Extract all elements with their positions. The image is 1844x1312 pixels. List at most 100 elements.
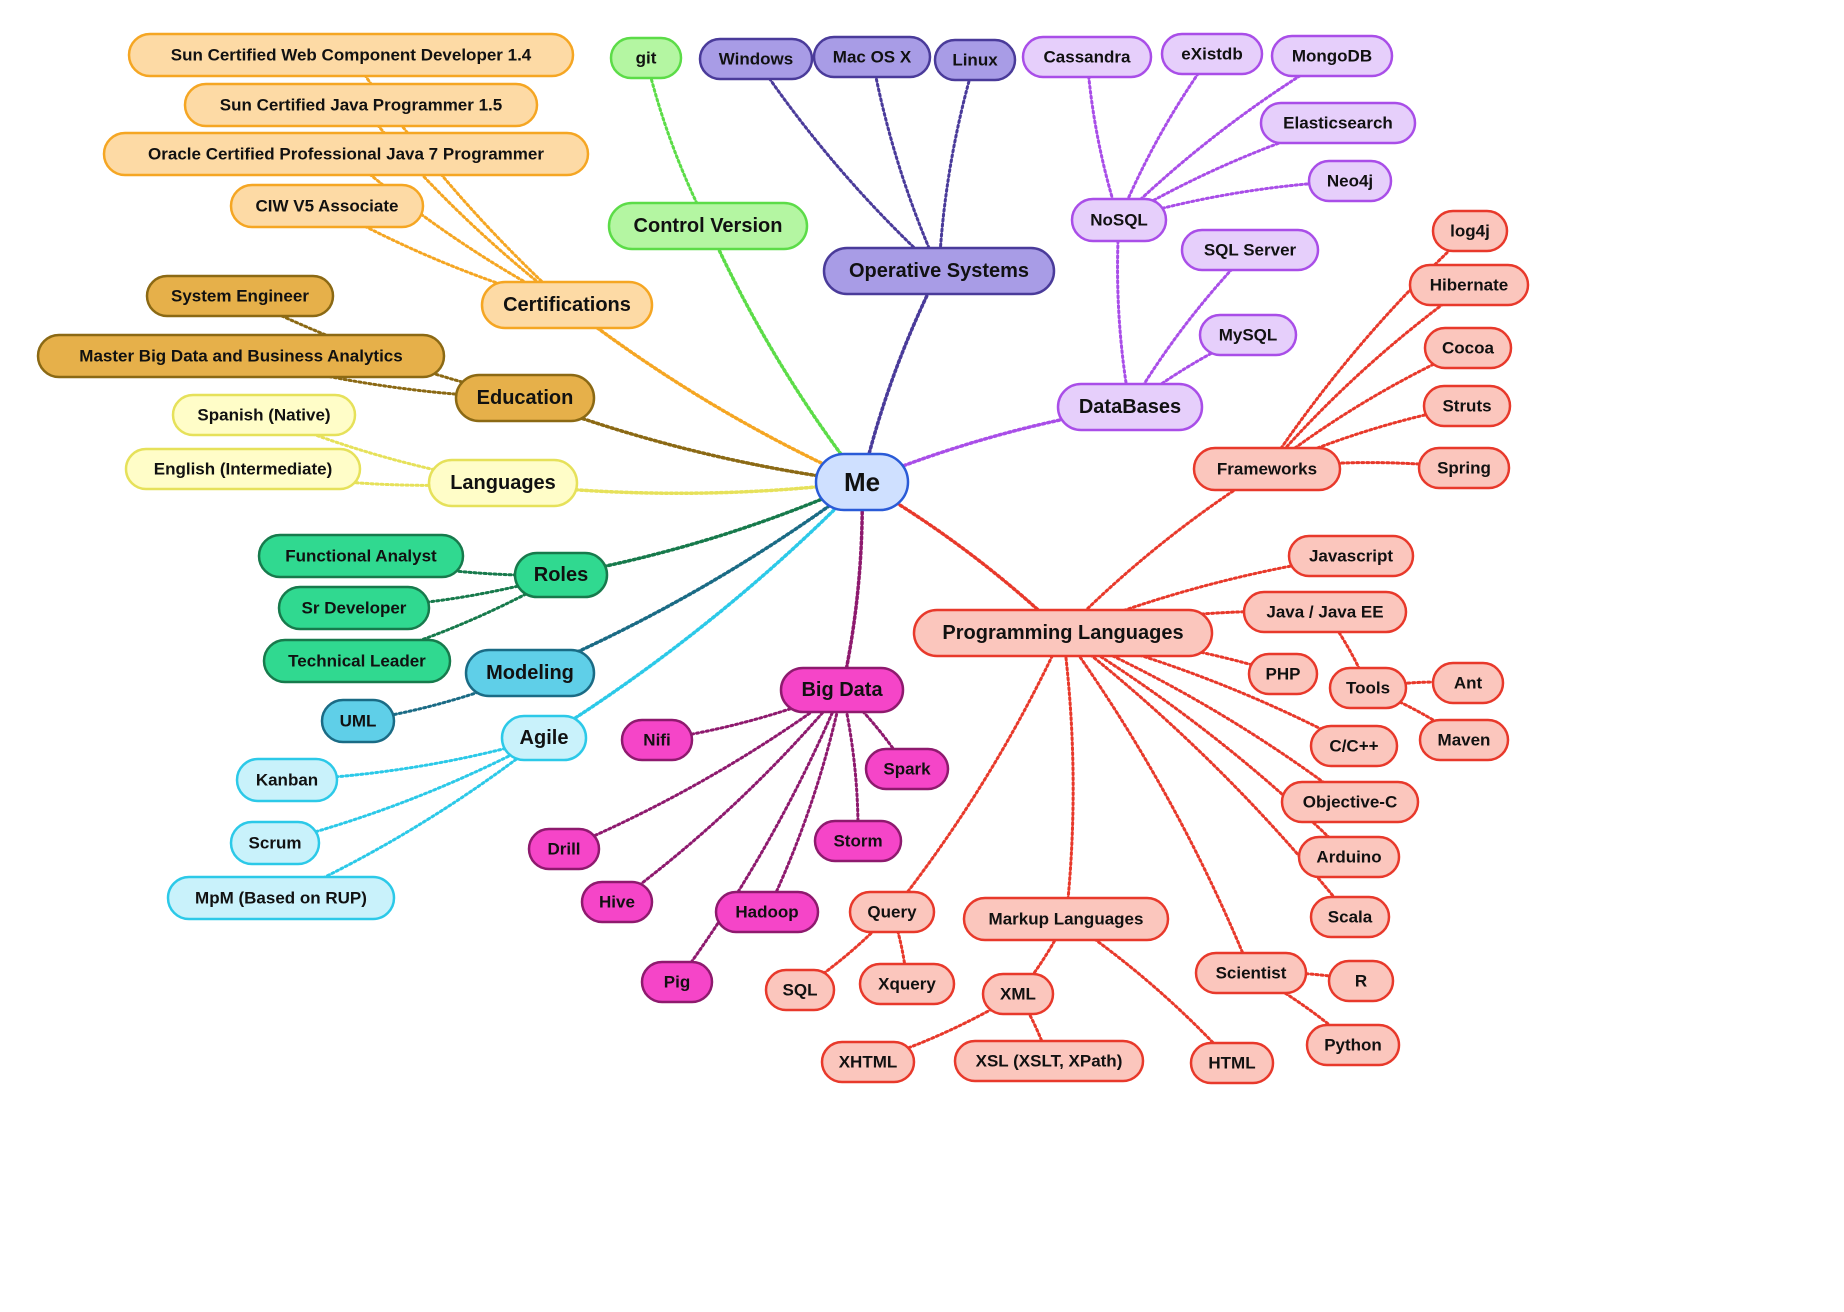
node-mpm-based-on-rup[interactable]: MpM (Based on RUP) [166, 875, 396, 921]
node-spark[interactable]: Spark [864, 747, 950, 791]
node-sql-server[interactable]: SQL Server [1180, 228, 1320, 272]
node-databases[interactable]: DataBases [1056, 382, 1204, 432]
node-system-engineer[interactable]: System Engineer [145, 274, 335, 318]
node-php[interactable]: PHP [1247, 652, 1319, 696]
connector-big-data-to-hadoop [765, 688, 844, 914]
node-modeling[interactable]: Modeling [464, 648, 596, 698]
node-sr-developer[interactable]: Sr Developer [277, 585, 431, 631]
node-functional-analyst[interactable]: Functional Analyst [257, 533, 465, 579]
node-operative-systems[interactable]: Operative Systems [822, 246, 1056, 296]
node-objective-c[interactable]: Objective-C [1280, 780, 1420, 824]
node-education[interactable]: Education [454, 373, 596, 423]
connector-me-to-agile [542, 480, 864, 740]
node-xhtml[interactable]: XHTML [820, 1040, 916, 1084]
node-english-intermediate[interactable]: English (Intermediate) [124, 447, 362, 491]
node-bubble [1309, 895, 1391, 939]
node-nifi[interactable]: Nifi [620, 718, 694, 762]
node-tools[interactable]: Tools [1328, 666, 1408, 710]
node-hive[interactable]: Hive [580, 880, 654, 924]
node-existdb[interactable]: eXistdb [1160, 32, 1264, 76]
node-arduino[interactable]: Arduino [1297, 835, 1401, 879]
node-bubble [1259, 101, 1417, 145]
node-certifications[interactable]: Certifications [480, 280, 654, 330]
node-label: NoSQL [1090, 211, 1148, 230]
node-scala[interactable]: Scala [1309, 895, 1391, 939]
node-log4j[interactable]: log4j [1431, 209, 1509, 253]
node-cassandra[interactable]: Cassandra [1021, 35, 1153, 79]
node-spanish-native[interactable]: Spanish (Native) [171, 393, 357, 437]
node-xquery[interactable]: Xquery [858, 962, 956, 1006]
node-bubble [124, 447, 362, 491]
node-oracle-certified-professional-java-7-programmer[interactable]: Oracle Certified Professional Java 7 Pro… [102, 131, 590, 177]
node-label: Hive [599, 893, 635, 912]
node-xml[interactable]: XML [981, 972, 1055, 1016]
node-label: System Engineer [171, 287, 309, 306]
node-mac-os-x[interactable]: Mac OS X [812, 35, 932, 79]
node-label: Functional Analyst [285, 547, 437, 566]
node-languages[interactable]: Languages [427, 458, 579, 508]
node-hadoop[interactable]: Hadoop [714, 890, 820, 934]
node-r[interactable]: R [1327, 959, 1395, 1003]
node-label: Control Version [634, 215, 783, 237]
node-kanban[interactable]: Kanban [235, 757, 339, 803]
node-storm[interactable]: Storm [813, 819, 903, 863]
node-sun-certified-web-component-developer-1-4[interactable]: Sun Certified Web Component Developer 1.… [127, 32, 575, 78]
node-pig[interactable]: Pig [640, 960, 714, 1004]
node-big-data[interactable]: Big Data [779, 666, 905, 714]
node-bubble [1408, 263, 1530, 307]
node-elasticsearch[interactable]: Elasticsearch [1259, 101, 1417, 145]
node-java-java-ee[interactable]: Java / Java EE [1242, 590, 1408, 634]
connector-me-to-operative-systems [860, 269, 941, 484]
node-bubble [962, 896, 1170, 942]
node-agile[interactable]: Agile [500, 714, 588, 762]
node-git[interactable]: git [609, 36, 683, 80]
node-c-c[interactable]: C/C++ [1309, 724, 1399, 768]
node-nosql[interactable]: NoSQL [1070, 197, 1168, 243]
node-maven[interactable]: Maven [1418, 718, 1510, 762]
node-mysql[interactable]: MySQL [1198, 313, 1298, 357]
node-sql[interactable]: SQL [764, 968, 836, 1012]
node-bubble [607, 201, 809, 251]
node-bubble [1305, 1023, 1401, 1067]
connector-programming-languages-to-markup-languages [1061, 631, 1075, 921]
node-me[interactable]: Me [814, 452, 910, 512]
node-struts[interactable]: Struts [1422, 384, 1512, 428]
connector-big-data-to-hive [615, 688, 844, 904]
node-spring[interactable]: Spring [1417, 446, 1511, 490]
node-control-version[interactable]: Control Version [607, 201, 809, 251]
node-roles[interactable]: Roles [513, 551, 609, 599]
node-label: MongoDB [1292, 47, 1372, 66]
node-frameworks[interactable]: Frameworks [1192, 446, 1342, 492]
node-bubble [864, 747, 950, 791]
node-uml[interactable]: UML [320, 698, 396, 744]
node-hibernate[interactable]: Hibernate [1408, 263, 1530, 307]
node-ciw-v5-associate[interactable]: CIW V5 Associate [229, 183, 425, 229]
node-ant[interactable]: Ant [1431, 661, 1505, 705]
node-javascript[interactable]: Javascript [1287, 534, 1415, 578]
node-scientist[interactable]: Scientist [1194, 951, 1308, 995]
node-bubble [127, 32, 575, 78]
node-bubble [779, 666, 905, 714]
node-html[interactable]: HTML [1189, 1041, 1275, 1085]
node-query[interactable]: Query [848, 890, 936, 934]
connector-me-to-control-version [706, 224, 864, 484]
node-linux[interactable]: Linux [933, 38, 1017, 82]
node-cocoa[interactable]: Cocoa [1423, 326, 1513, 370]
node-sun-certified-java-programmer-1-5[interactable]: Sun Certified Java Programmer 1.5 [183, 82, 539, 128]
node-markup-languages[interactable]: Markup Languages [962, 896, 1170, 942]
node-bubble [454, 373, 596, 423]
node-master-big-data-and-business-analytics[interactable]: Master Big Data and Business Analytics [36, 333, 446, 379]
node-label: eXistdb [1181, 45, 1242, 64]
node-drill[interactable]: Drill [527, 827, 601, 871]
node-programming-languages[interactable]: Programming Languages [912, 608, 1214, 658]
node-bubble [1056, 382, 1204, 432]
node-label: Mac OS X [833, 48, 912, 67]
node-technical-leader[interactable]: Technical Leader [262, 638, 452, 684]
node-neo4j[interactable]: Neo4j [1307, 159, 1393, 203]
node-mongodb[interactable]: MongoDB [1270, 34, 1394, 78]
node-python[interactable]: Python [1305, 1023, 1401, 1067]
node-label: Drill [547, 840, 580, 859]
node-scrum[interactable]: Scrum [229, 820, 321, 866]
node-windows[interactable]: Windows [698, 37, 814, 81]
node-xsl-xslt-xpath[interactable]: XSL (XSLT, XPath) [953, 1039, 1145, 1083]
